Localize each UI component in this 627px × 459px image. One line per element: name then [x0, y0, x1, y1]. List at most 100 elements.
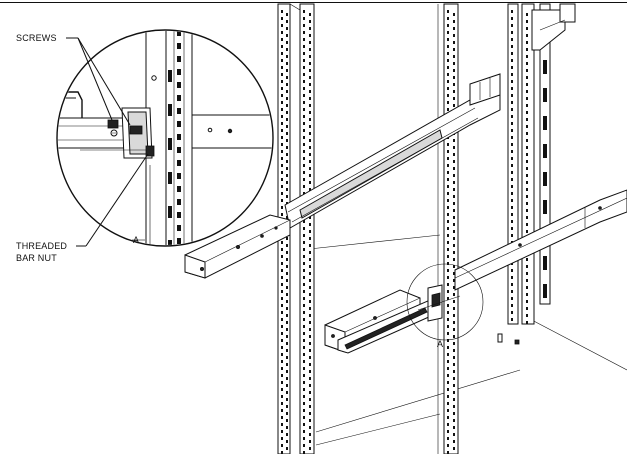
post-hole [511, 94, 513, 97]
post-hole [309, 62, 311, 65]
post-hole [511, 283, 513, 286]
post-hole [453, 174, 455, 177]
post-hole [281, 290, 283, 293]
post-hole [281, 164, 283, 167]
post-slot [543, 144, 547, 158]
post-hole [303, 178, 305, 181]
post-hole [447, 164, 449, 167]
post-hole [453, 62, 455, 65]
post-hole [453, 342, 455, 345]
post-hole [453, 440, 455, 443]
post-hole [453, 181, 455, 184]
post-hole [447, 381, 449, 384]
post-hole [511, 276, 513, 279]
post-hole [309, 328, 311, 331]
post-hole [309, 398, 311, 401]
post-hole [286, 300, 288, 303]
detail-post-hole [177, 147, 181, 153]
post-hole [309, 181, 311, 184]
detail-post-hole [177, 121, 181, 127]
post-hole [309, 251, 311, 254]
post-hole [286, 195, 288, 198]
post-hole [303, 157, 305, 160]
post-hole [453, 104, 455, 107]
post-hole [309, 41, 311, 44]
detail-post-hole [177, 108, 181, 114]
post-hole [453, 363, 455, 366]
post-hole [453, 34, 455, 37]
post-hole [309, 97, 311, 100]
post-hole [281, 241, 283, 244]
post-hole [286, 132, 288, 135]
post-hole [286, 447, 288, 450]
post-hole [281, 136, 283, 139]
post-hole [309, 146, 311, 149]
post-hole [286, 342, 288, 345]
post-hole [303, 269, 305, 272]
post-hole [309, 293, 311, 296]
post-hole [309, 272, 311, 275]
post-hole [447, 52, 449, 55]
post-hole [281, 59, 283, 62]
post-hole [511, 318, 513, 321]
post-hole [309, 223, 311, 226]
post-hole [447, 395, 449, 398]
post-hole [453, 391, 455, 394]
post-hole [281, 87, 283, 90]
post-hole [286, 69, 288, 72]
post-hole [447, 248, 449, 251]
post-hole [526, 174, 528, 177]
post-hole [309, 342, 311, 345]
post-hole [281, 262, 283, 265]
post-hole [511, 234, 513, 237]
post-hole [281, 395, 283, 398]
post-hole [511, 185, 513, 188]
post-hole [286, 293, 288, 296]
post-hole [511, 178, 513, 181]
post-hole [453, 279, 455, 282]
post-hole [309, 391, 311, 394]
post-hole [453, 20, 455, 23]
post-hole [447, 59, 449, 62]
post-hole [286, 55, 288, 58]
post-hole [303, 451, 305, 454]
post-hole [281, 38, 283, 41]
post-hole [303, 87, 305, 90]
post-hole [281, 129, 283, 132]
post-hole [286, 335, 288, 338]
detail-post-hole [177, 69, 181, 75]
post-hole [286, 272, 288, 275]
post-hole [309, 216, 311, 219]
detail-post-hole [177, 199, 181, 205]
post-hole [447, 17, 449, 20]
post-hole [526, 13, 528, 16]
post-hole [309, 237, 311, 240]
post-hole [511, 80, 513, 83]
post-hole [309, 230, 311, 233]
post-hole [286, 188, 288, 191]
post-hole [286, 377, 288, 380]
post-hole [453, 90, 455, 93]
detail-post-hole [177, 82, 181, 88]
post-hole [286, 286, 288, 289]
post-hole [281, 31, 283, 34]
post-hole [281, 325, 283, 328]
post-hole [309, 314, 311, 317]
post-hole [281, 178, 283, 181]
post-hole [526, 181, 528, 184]
post-hole [281, 185, 283, 188]
post-hole [281, 199, 283, 202]
post-hole [281, 94, 283, 97]
post-hole [286, 83, 288, 86]
post-hole [453, 146, 455, 149]
post-hole [447, 87, 449, 90]
rack-posts [277, 3, 551, 455]
post-hole [526, 230, 528, 233]
post-hole [281, 206, 283, 209]
post-hole [281, 269, 283, 272]
post-hole [453, 41, 455, 44]
post-hole [526, 125, 528, 128]
post-hole [309, 76, 311, 79]
post-hole [511, 45, 513, 48]
post-hole [447, 283, 449, 286]
